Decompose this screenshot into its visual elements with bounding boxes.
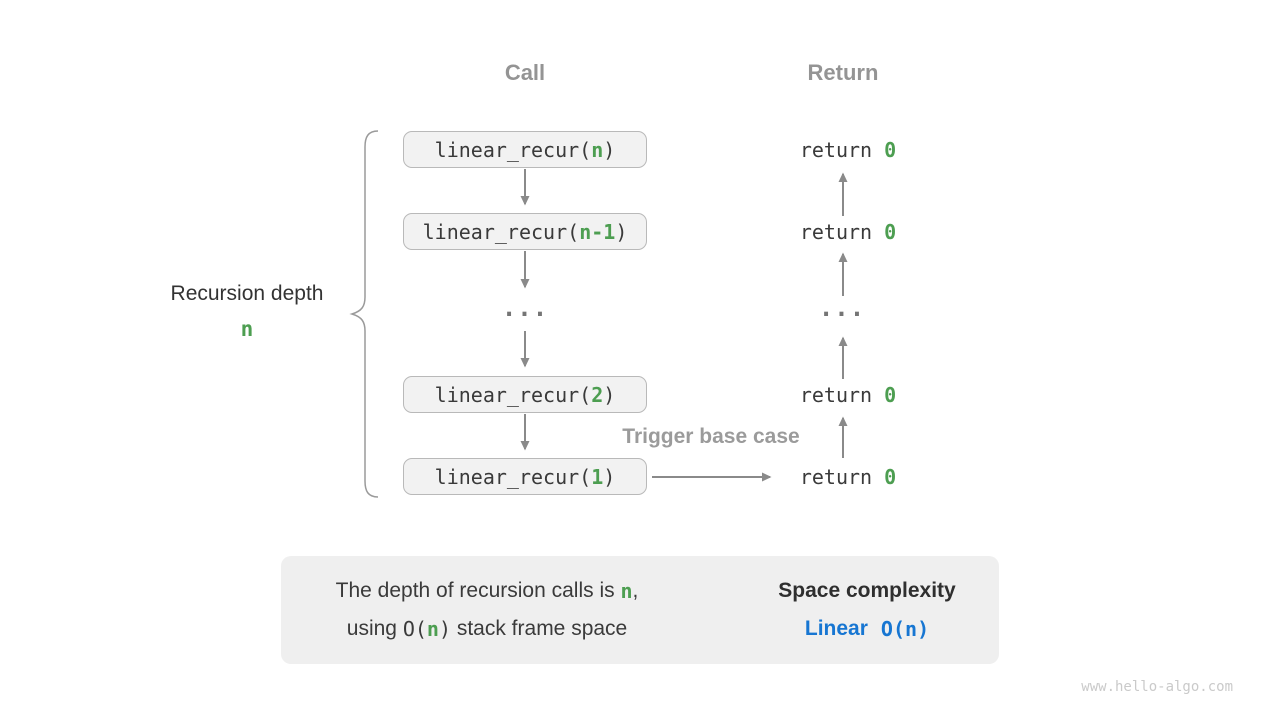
code-text: O( bbox=[402, 617, 427, 641]
code-text: linear_recur( bbox=[434, 382, 592, 407]
recursion-depth-value: n bbox=[240, 317, 254, 341]
summary-panel bbox=[281, 556, 999, 664]
return-column-header: Return bbox=[807, 60, 879, 85]
summary-text: , bbox=[632, 579, 639, 602]
call-ellipsis: ... bbox=[403, 292, 647, 329]
trigger-base-case-label: Trigger base case bbox=[622, 425, 800, 448]
code-text: linear_recur( bbox=[434, 137, 592, 162]
return-row: return 0 bbox=[773, 213, 923, 250]
highlighted-arg: 2 bbox=[591, 382, 604, 407]
code-text: ) bbox=[438, 617, 451, 641]
call-box-n-1: linear_recur(n-1) bbox=[403, 213, 647, 250]
code-text: linear_recur( bbox=[422, 219, 580, 244]
return-row: return 0 bbox=[773, 376, 923, 413]
code-text: O( bbox=[880, 617, 906, 641]
complexity-value-line: Linear O(n) bbox=[805, 610, 929, 648]
call-box-2: linear_recur(2) bbox=[403, 376, 647, 413]
return-value: 0 bbox=[884, 382, 897, 407]
code-text: ) bbox=[917, 617, 930, 641]
code-text: linear_recur( bbox=[434, 464, 592, 489]
summary-right-text: Space complexity Linear O(n) bbox=[752, 556, 982, 664]
recursion-depth-label: Recursion depth n bbox=[137, 282, 357, 341]
space-complexity-title: Space complexity bbox=[778, 579, 956, 602]
return-ellipsis: ... bbox=[767, 292, 917, 329]
call-box-1: linear_recur(1) bbox=[403, 458, 647, 495]
highlighted-arg: n bbox=[591, 137, 604, 162]
summary-text: using bbox=[346, 617, 403, 640]
return-keyword: return bbox=[799, 137, 885, 162]
recursion-depth-title: Recursion depth bbox=[170, 282, 324, 305]
ellipsis-text: ... bbox=[501, 293, 549, 322]
complexity-word: Linear bbox=[804, 617, 868, 640]
return-value: 0 bbox=[884, 137, 897, 162]
code-text: ) bbox=[603, 137, 616, 162]
highlighted-arg: n bbox=[426, 617, 439, 641]
highlighted-arg: n-1 bbox=[579, 219, 616, 244]
summary-text: stack frame space bbox=[451, 617, 628, 640]
return-value: 0 bbox=[884, 464, 897, 489]
return-keyword: return bbox=[799, 382, 885, 407]
call-column-header: Call bbox=[504, 60, 546, 85]
summary-line-1: The depth of recursion calls is n, bbox=[336, 572, 639, 610]
return-keyword: return bbox=[799, 219, 885, 244]
call-box-n: linear_recur(n) bbox=[403, 131, 647, 168]
complexity-title-line: Space complexity bbox=[778, 572, 955, 610]
summary-left-text: The depth of recursion calls is n, using… bbox=[282, 556, 692, 664]
return-value: 0 bbox=[884, 219, 897, 244]
code-text: ) bbox=[603, 382, 616, 407]
watermark: www.hello-algo.com bbox=[1081, 679, 1233, 695]
highlighted-arg: n bbox=[905, 617, 918, 641]
return-row: return 0 bbox=[773, 458, 923, 495]
highlighted-arg: 1 bbox=[591, 464, 604, 489]
summary-text: The depth of recursion calls is bbox=[335, 579, 621, 602]
ellipsis-text: ... bbox=[818, 293, 866, 322]
code-text: ) bbox=[603, 464, 616, 489]
return-row: return 0 bbox=[773, 131, 923, 168]
summary-line-2: using O(n) stack frame space bbox=[347, 610, 627, 648]
code-text: ) bbox=[615, 219, 628, 244]
highlighted-arg: n bbox=[620, 579, 633, 603]
return-keyword: return bbox=[799, 464, 885, 489]
complexity-code: O(n) bbox=[881, 617, 929, 641]
